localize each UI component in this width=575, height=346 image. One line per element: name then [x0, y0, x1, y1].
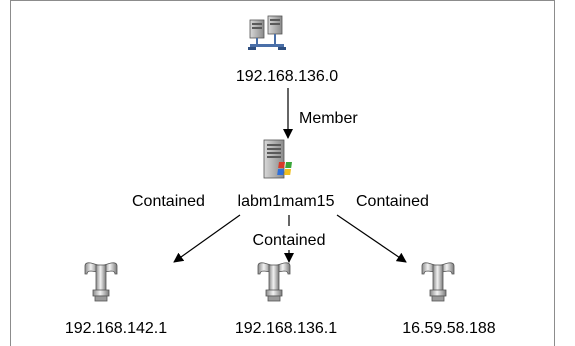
windows-logo-icon: [277, 162, 292, 175]
windows-server-icon[interactable]: [263, 139, 292, 179]
edge-label-contained-right: Contained: [356, 193, 429, 210]
node-label-ip2[interactable]: 192.168.136.1: [235, 320, 337, 337]
edge-label-member: Member: [299, 110, 358, 127]
edge-label-contained-mid: Contained: [253, 232, 326, 249]
ip-address-icon[interactable]: [84, 262, 118, 302]
ip-address-icon[interactable]: [257, 262, 291, 302]
node-label-ip1[interactable]: 192.168.142.1: [65, 320, 167, 337]
ip-address-icon[interactable]: [421, 262, 455, 302]
edge-contained-left: [173, 214, 241, 263]
canvas-border: [10, 0, 555, 346]
edge-contained-right: [336, 214, 407, 263]
network-icon[interactable]: [248, 15, 286, 50]
edge-label-contained-left: Contained: [132, 193, 205, 210]
node-label-ip3[interactable]: 16.59.58.188: [402, 320, 496, 337]
node-label-subnet[interactable]: 192.168.136.0: [236, 68, 338, 85]
node-label-host[interactable]: labm1mam15: [238, 193, 335, 210]
